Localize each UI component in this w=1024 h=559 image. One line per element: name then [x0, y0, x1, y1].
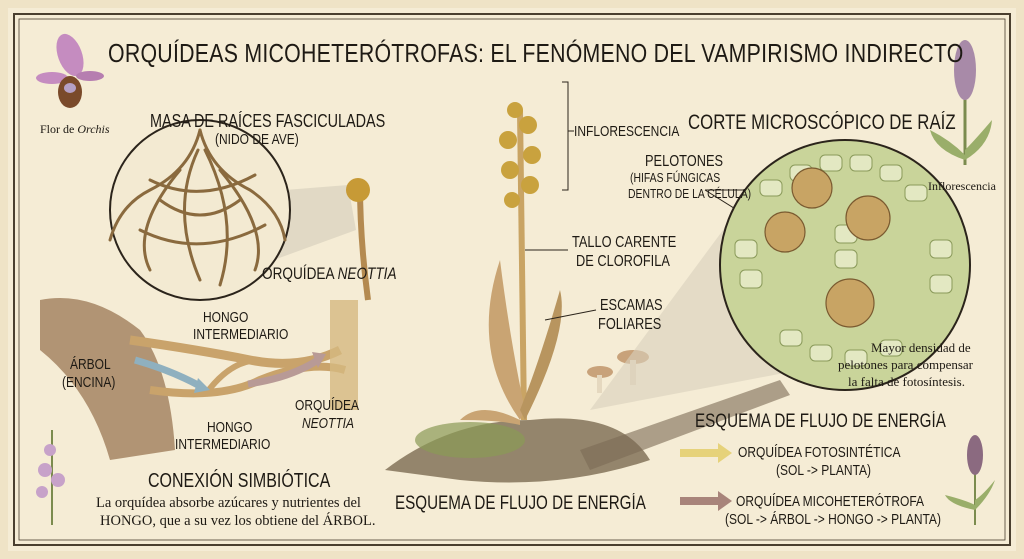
- label-text: ORQUÍDEA: [262, 264, 338, 283]
- caption-text: Flor de: [40, 122, 78, 136]
- tree-label-2: (ENCINA): [62, 374, 116, 391]
- root-mass-illustration: [108, 119, 371, 301]
- microscope-heading: CORTE MICROSCÓPICO DE RAÍZ: [688, 111, 956, 134]
- orchid-label-2: NEOTTIA: [302, 415, 355, 432]
- fungus-bottom-label-2: INTERMEDIARIO: [175, 436, 271, 453]
- caption-italic: Orchis: [77, 122, 110, 136]
- energy-item-2-path: (SOL -> ÁRBOL -> HONGO -> PLANTA): [725, 511, 941, 528]
- tree-label-1: ÁRBOL: [70, 356, 111, 373]
- energy-item-2-label: ORQUÍDEA MICOHETERÓTROFA: [736, 493, 925, 510]
- note-line-1: Mayor densidad de: [871, 340, 971, 355]
- energy-item-1-path: (SOL -> PLANTA): [776, 462, 872, 479]
- scales-label-1: ESCAMAS: [600, 297, 663, 314]
- symbiosis-body-1: La orquídea absorbe azúcares y nutriente…: [96, 495, 361, 511]
- root-cross-section-illustration: [590, 139, 971, 410]
- inflorescence-orchid-icon: [930, 40, 992, 165]
- inflorescence-caption: Inflorescencia: [928, 179, 996, 193]
- note-line-3: la falta de fotosíntesis.: [848, 374, 965, 389]
- symbiosis-body-2: HONGO, que a su vez los obtiene del ÁRBO…: [100, 513, 376, 529]
- symbiosis-illustration: [40, 298, 358, 460]
- neottia-plant-illustration: [385, 102, 790, 483]
- roots-heading: MASA DE RAÍCES FASCICULADAS: [150, 111, 386, 131]
- energy-arrows: [680, 443, 732, 511]
- symbiosis-heading: CONEXIÓN SIMBIÓTICA: [148, 470, 331, 492]
- label-italic: NEOTTIA: [337, 264, 397, 283]
- orchis-caption: Flor de Orchis: [40, 123, 110, 135]
- inflorescence-label: INFLORESCENCIA: [574, 123, 680, 140]
- center-energy-heading: ESQUEMA DE FLUJO DE ENERGÍA: [395, 493, 646, 514]
- energy-item-1-label: ORQUÍDEA FOTOSINTÉTICA: [738, 444, 901, 461]
- stem-label-2: DE CLOROFILA: [576, 253, 670, 270]
- fungus-top-label-2: INTERMEDIARIO: [193, 326, 289, 343]
- roots-subheading: (NIDO DE AVE): [215, 131, 299, 148]
- note-line-2: pelotones para compensar: [838, 357, 974, 372]
- stem-label-1: TALLO CARENTE: [572, 234, 677, 251]
- purple-orchid-icon: [945, 435, 995, 525]
- frame-border: [13, 13, 1011, 546]
- fungus-top-label-1: HONGO: [203, 309, 249, 326]
- energy-heading: ESQUEMA DE FLUJO DE ENERGÍA: [695, 411, 946, 432]
- page-title: ORQUÍDEAS MICOHETERÓTROFAS: EL FENÓMENO …: [108, 38, 964, 68]
- pelotones-sub-1: (HIFAS FÚNGICAS: [630, 170, 721, 185]
- pelotones-label: PELOTONES: [645, 153, 724, 170]
- orchis-flower-icon: [36, 33, 104, 108]
- pelotones-sub-2: DENTRO DE LA CÉLULA): [628, 186, 752, 201]
- pink-orchid-icon: [36, 430, 65, 525]
- scales-label-2: FOLIARES: [598, 316, 662, 333]
- neottia-label: ORQUÍDEA NEOTTIA: [262, 265, 397, 282]
- fungus-bottom-label-1: HONGO: [207, 419, 253, 436]
- orchid-label-1: ORQUÍDEA: [295, 397, 360, 414]
